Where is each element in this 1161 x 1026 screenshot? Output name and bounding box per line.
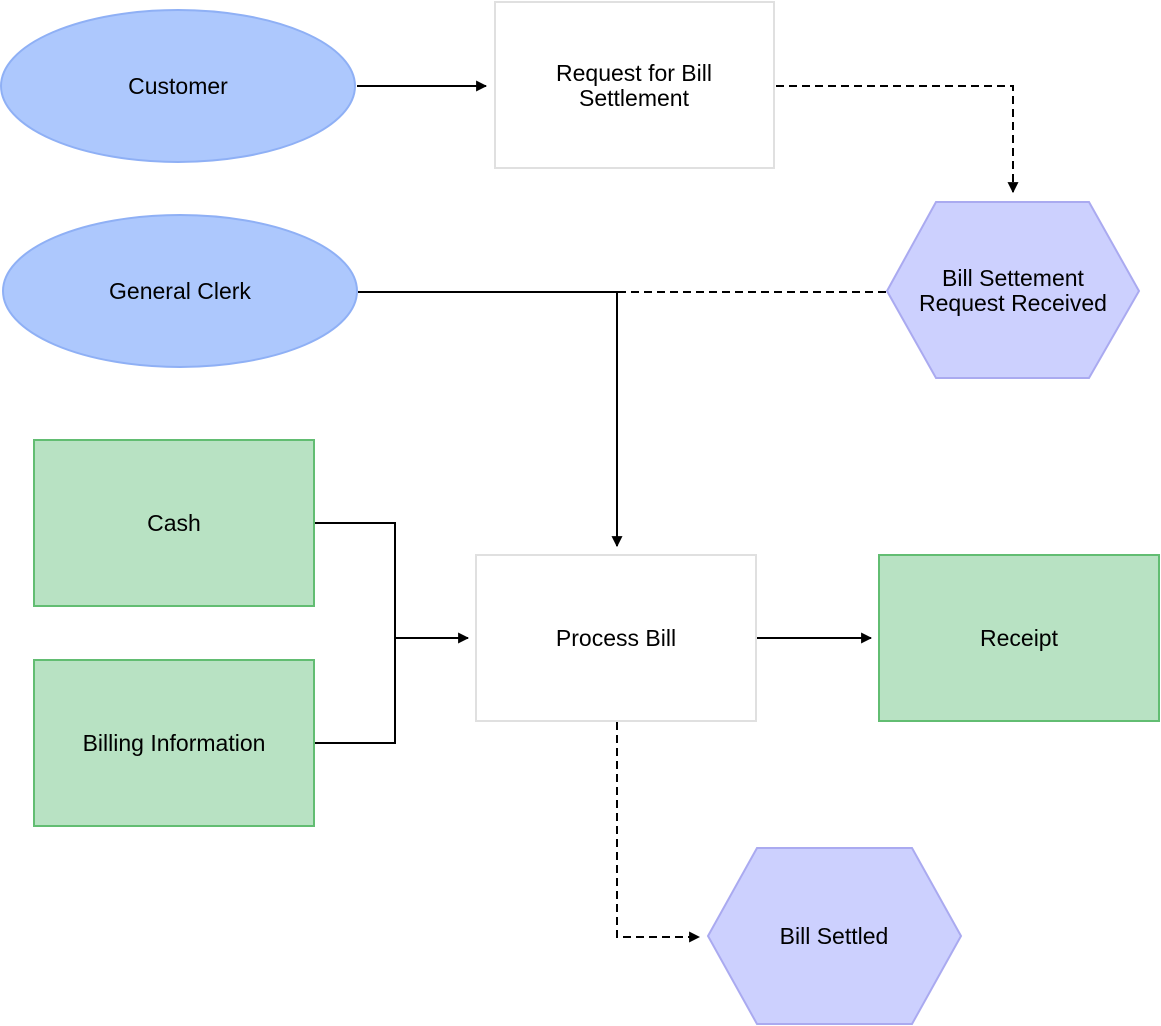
edge-request-to-request-received bbox=[776, 85, 1019, 194]
node-process-bill[interactable]: Process Bill bbox=[475, 554, 757, 722]
edge-process-bill-to-bill-settled bbox=[616, 722, 701, 943]
resource-shape bbox=[33, 659, 315, 827]
function-shape bbox=[494, 1, 775, 169]
node-label: Billing Information bbox=[83, 730, 266, 756]
actor-shape bbox=[0, 9, 356, 163]
node-label-line-1: Request for Bill bbox=[556, 60, 712, 86]
node-bill-settled[interactable]: Bill Settled bbox=[706, 847, 963, 1025]
edges bbox=[315, 80, 1019, 943]
node-customer[interactable]: Customer bbox=[0, 9, 356, 163]
node-general-clerk[interactable]: General Clerk bbox=[2, 214, 358, 368]
node-label: Process Bill bbox=[556, 625, 676, 651]
node-bill-settlement-request-received[interactable]: Bill Settement Request Received bbox=[885, 201, 1141, 379]
edge-cash-to-junction bbox=[315, 522, 396, 744]
node-label: Cash bbox=[147, 510, 201, 536]
event-shape bbox=[885, 201, 1141, 379]
node-cash[interactable]: Cash bbox=[33, 439, 315, 607]
edge-general-clerk-to-process-bill bbox=[358, 291, 623, 548]
function-shape bbox=[475, 554, 757, 722]
actor-shape bbox=[2, 214, 358, 368]
node-label-line-1: Bill Settement bbox=[942, 265, 1085, 291]
node-request-for-bill-settlement[interactable]: Request for Bill Settlement bbox=[494, 1, 775, 169]
node-label: Bill Settled bbox=[780, 923, 889, 949]
node-label-line-2: Request Received bbox=[919, 290, 1107, 316]
node-label: Customer bbox=[128, 73, 228, 99]
node-receipt[interactable]: Receipt bbox=[878, 554, 1160, 722]
node-label-line-2: Settlement bbox=[579, 85, 690, 111]
node-billing-information[interactable]: Billing Information bbox=[33, 659, 315, 827]
node-label: General Clerk bbox=[109, 278, 251, 304]
event-shape bbox=[706, 847, 963, 1025]
node-label: Receipt bbox=[980, 625, 1059, 651]
resource-shape bbox=[33, 439, 315, 607]
resource-shape bbox=[878, 554, 1160, 722]
